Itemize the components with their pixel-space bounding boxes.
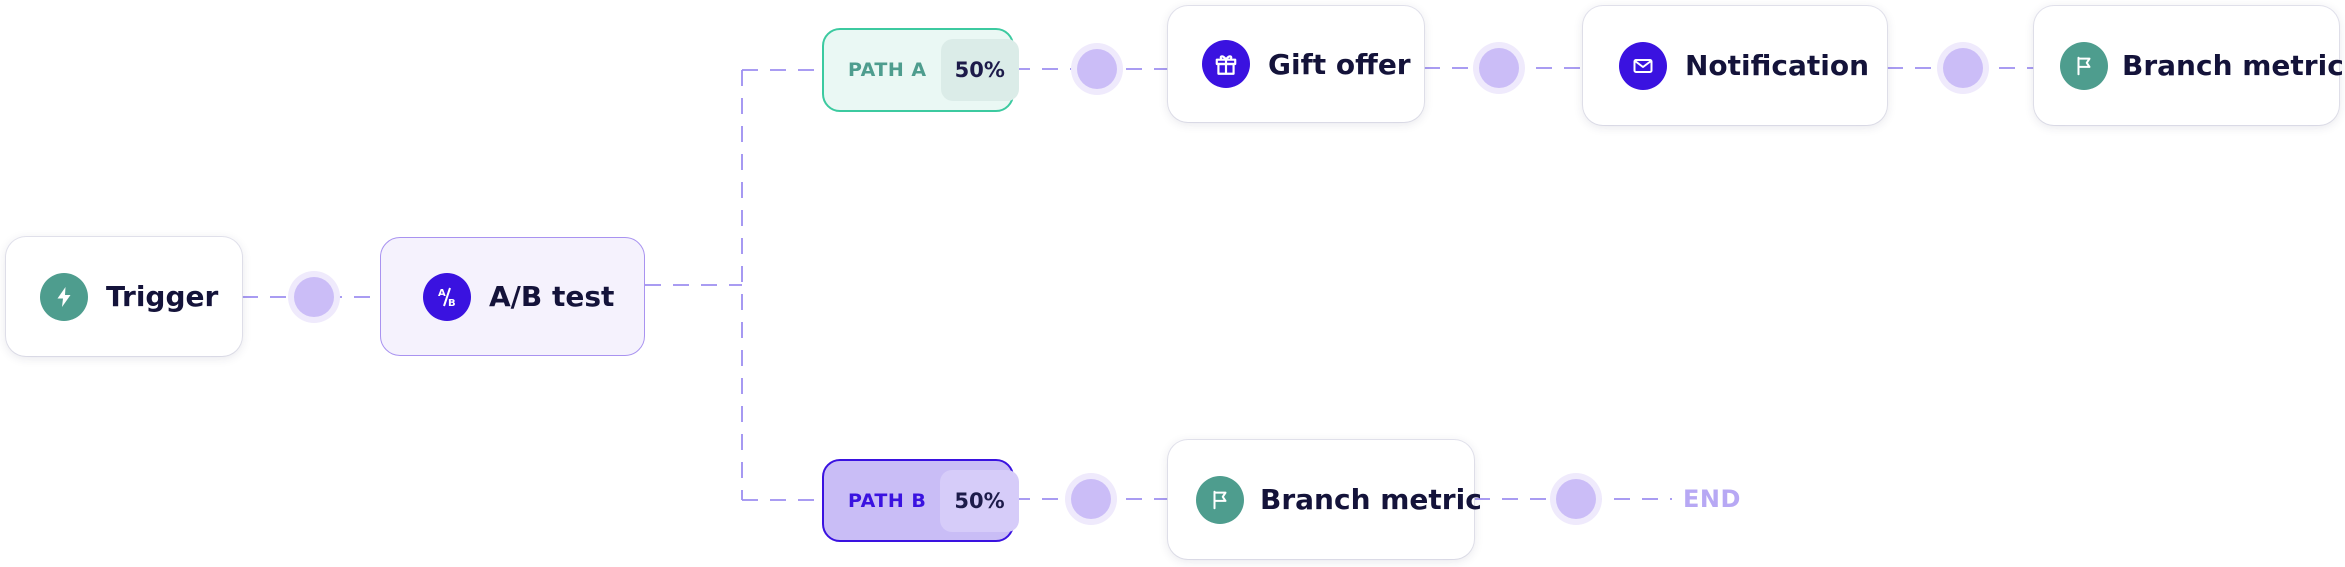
gift-icon bbox=[1202, 40, 1250, 88]
flag-icon bbox=[2060, 41, 2108, 90]
notification-node[interactable]: Notification bbox=[1583, 6, 1887, 125]
branch-metric-b-node[interactable]: Branch metric bbox=[1168, 440, 1482, 559]
node-label: Branch metric bbox=[2122, 49, 2344, 82]
gift-offer-node[interactable]: Gift offer bbox=[1168, 6, 1424, 122]
mail-icon bbox=[1619, 41, 1667, 90]
connector-dot[interactable] bbox=[1943, 48, 1983, 88]
bolt-icon bbox=[40, 272, 88, 321]
connector-dot[interactable] bbox=[1479, 48, 1519, 88]
path-b-label: PATH B bbox=[848, 489, 927, 512]
svg-text:A: A bbox=[438, 288, 446, 299]
path-b-percentage: 50% bbox=[940, 469, 1019, 532]
flag-icon bbox=[1196, 475, 1244, 524]
svg-text:B: B bbox=[448, 298, 456, 309]
path-a-percentage: 50% bbox=[940, 39, 1019, 101]
end-label: END bbox=[1683, 485, 1741, 513]
path-b-pill[interactable]: PATH B 50% bbox=[822, 459, 1019, 542]
branch-metric-a-node[interactable]: Branch metric bbox=[2034, 6, 2344, 125]
connector-dot[interactable] bbox=[1556, 479, 1596, 519]
connector-dot[interactable] bbox=[294, 277, 334, 317]
node-label: Gift offer bbox=[1268, 47, 1411, 81]
ab-split-icon: A B bbox=[423, 272, 471, 321]
node-label: Trigger bbox=[106, 280, 219, 313]
node-label: A/B test bbox=[489, 280, 615, 313]
node-label: Branch metric bbox=[1260, 483, 1482, 516]
path-a-pill[interactable]: PATH A 50% bbox=[822, 28, 1019, 112]
connector-dot[interactable] bbox=[1077, 49, 1117, 89]
path-a-label: PATH A bbox=[848, 59, 927, 81]
trigger-node[interactable]: Trigger bbox=[6, 237, 242, 356]
ab-test-node[interactable]: A B A/B test bbox=[380, 237, 645, 356]
node-label: Notification bbox=[1685, 49, 1870, 82]
connector-dot[interactable] bbox=[1071, 479, 1111, 519]
